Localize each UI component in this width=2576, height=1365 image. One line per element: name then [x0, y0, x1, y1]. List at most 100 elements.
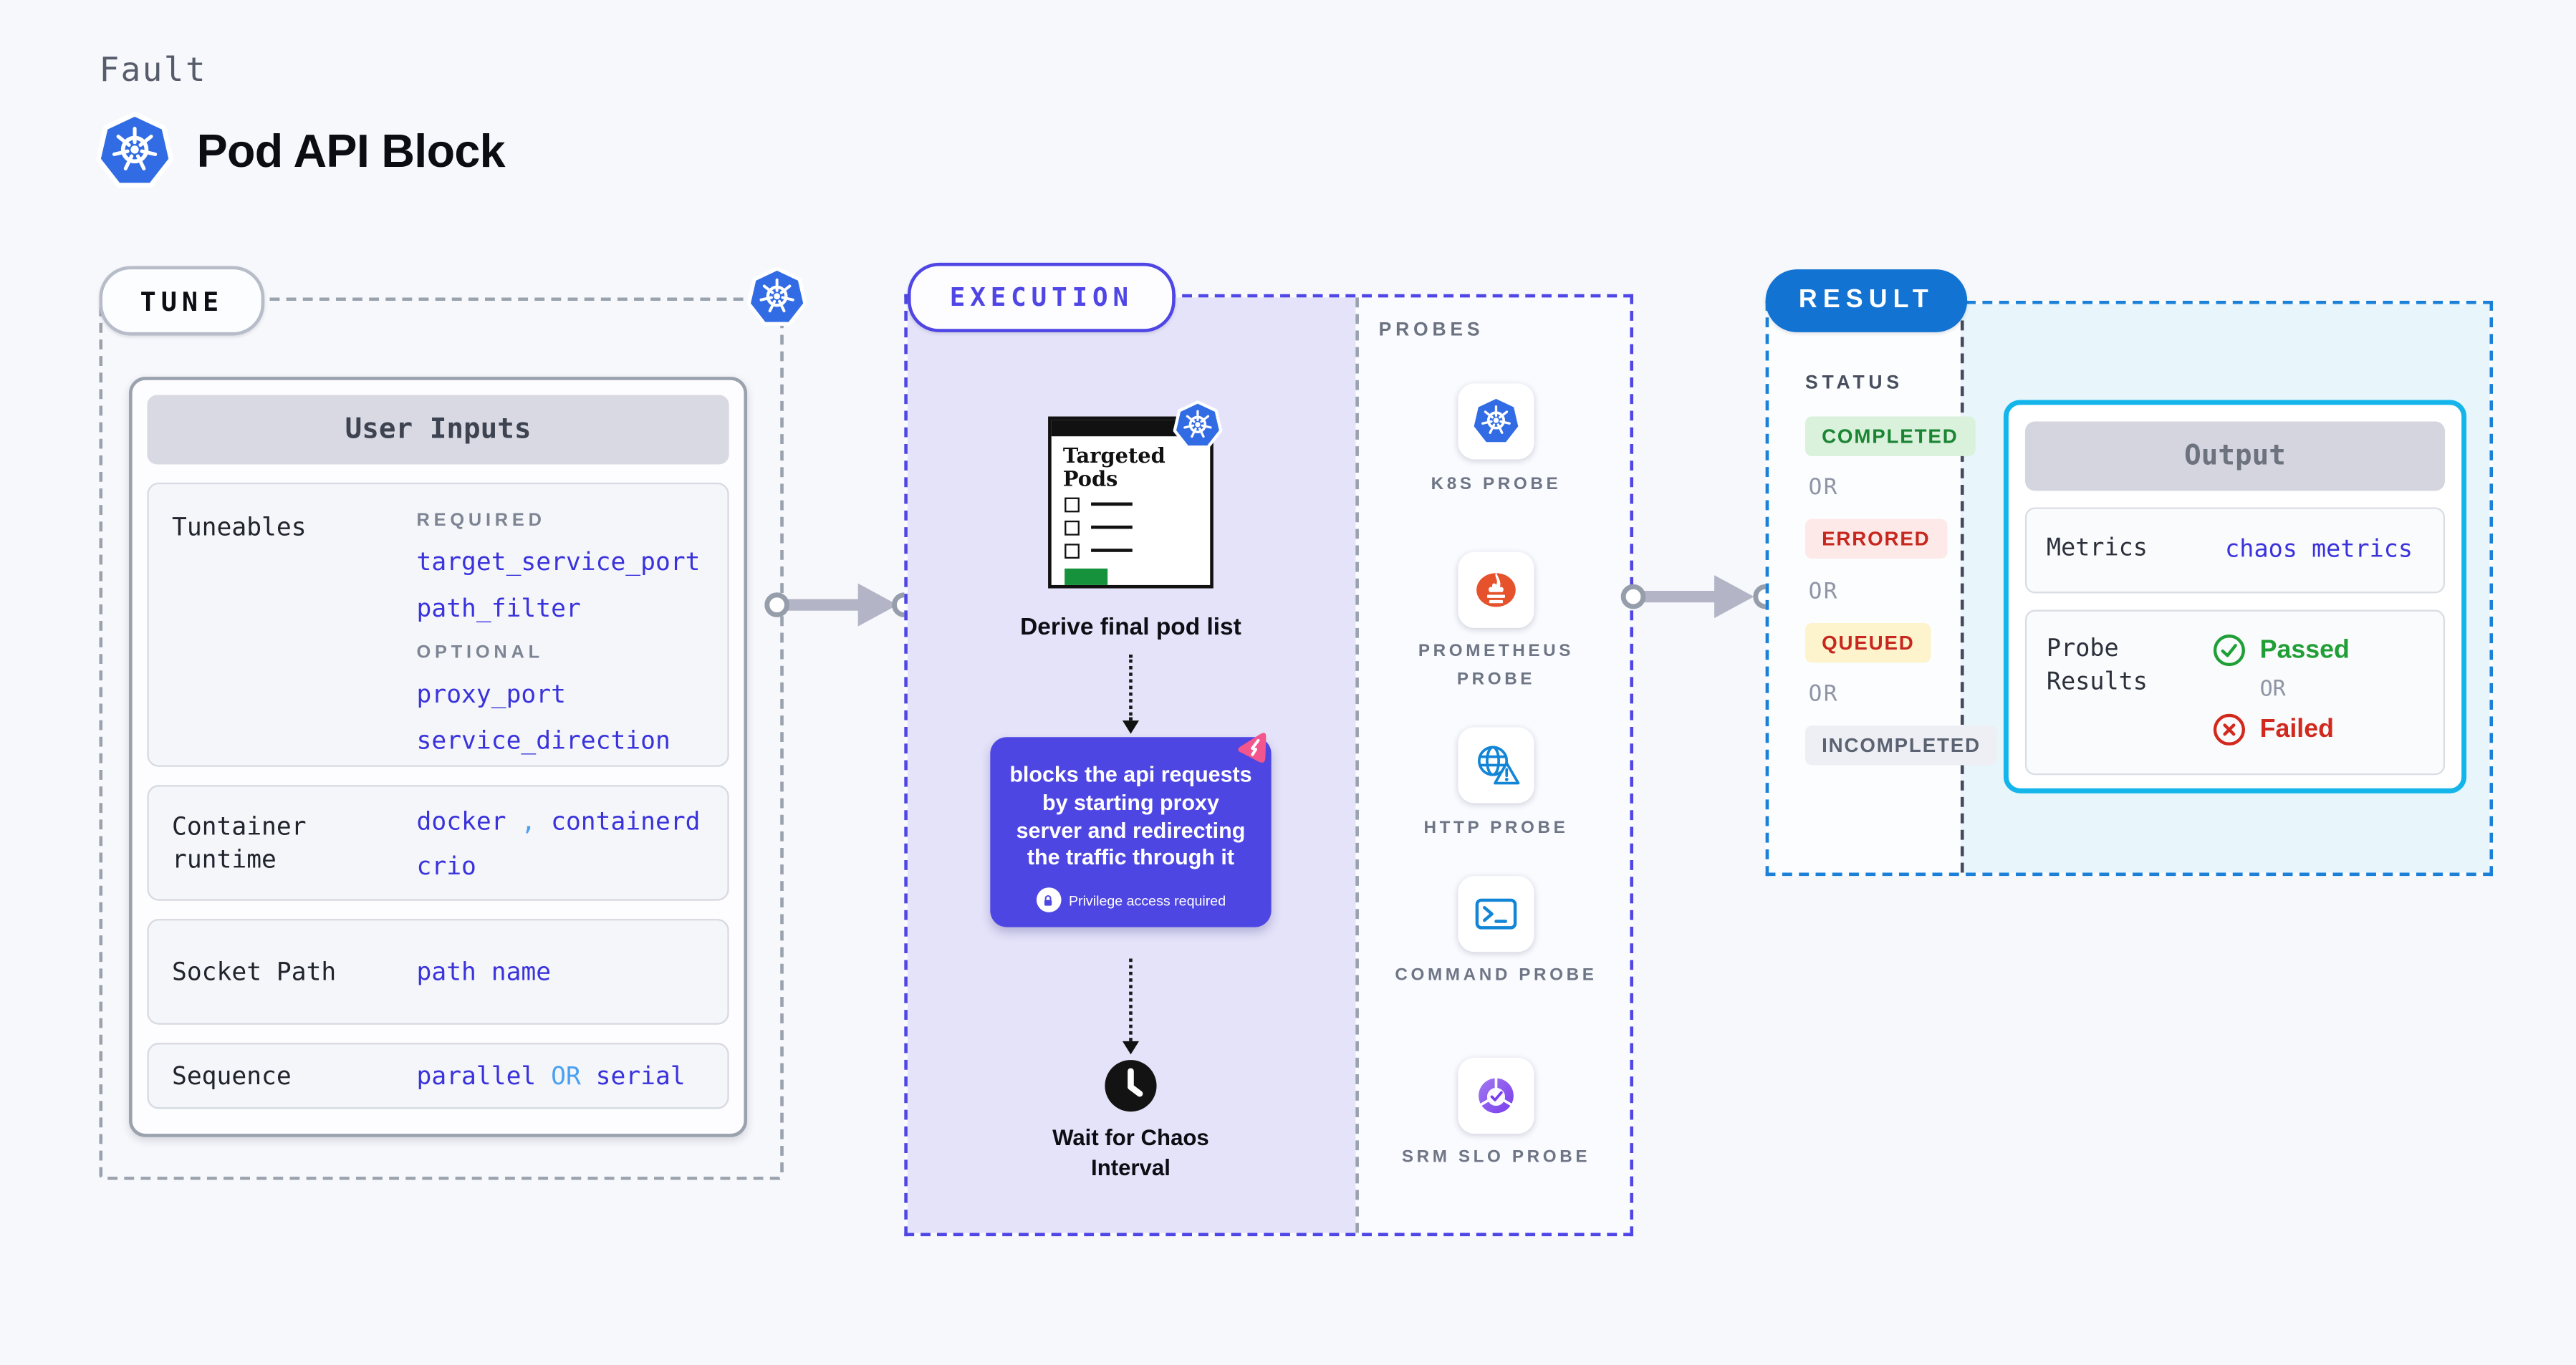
progress-bar — [1064, 568, 1108, 585]
arrow-down-icon — [1122, 720, 1140, 734]
tune-section-box — [99, 297, 784, 1180]
runtime-value: containerd — [551, 806, 701, 836]
or-separator: OR — [1808, 680, 1839, 708]
command-probe-card — [1458, 876, 1534, 952]
privilege-note: Privilege access required — [1006, 887, 1254, 912]
passed-label: Passed — [2259, 635, 2350, 664]
fault-kicker: Fault — [99, 49, 207, 90]
checkbox-icon — [1064, 497, 1080, 512]
checkbox-icon — [1064, 543, 1080, 559]
probe-label: HTTP PROBE — [1423, 818, 1569, 839]
result-divider — [1960, 304, 1964, 873]
user-inputs-card: User Inputs Tuneables REQUIRED target_se… — [129, 377, 748, 1137]
k8s-probe-card — [1458, 383, 1534, 460]
result-badge: RESULT — [1765, 269, 1968, 332]
probe-results-row: Probe Results Passed OR Failed — [2024, 609, 2446, 776]
sequence-or: OR — [551, 1061, 581, 1091]
status-badge-completed: COMPLETED — [1805, 416, 1975, 456]
runtime-value: docker — [416, 806, 506, 836]
status-heading: STATUS — [1805, 373, 1903, 394]
document-titlebar — [1051, 420, 1211, 437]
pod-list-item — [1064, 497, 1210, 512]
passed-result: Passed — [2212, 633, 2350, 667]
probes-heading: PROBES — [1378, 320, 1484, 341]
clock-icon — [1102, 1058, 1158, 1114]
tuneables-row: Tuneables REQUIRED target_service_port p… — [147, 482, 729, 767]
terminal-icon — [1470, 887, 1523, 940]
status-badge-queued: QUEUED — [1805, 623, 1931, 663]
failed-label: Failed — [2259, 715, 2335, 743]
tune-to-execution-arrow — [764, 583, 917, 627]
check-circle-icon — [2212, 633, 2246, 667]
arrow-down-icon — [1122, 1041, 1140, 1055]
kubernetes-icon — [1470, 395, 1523, 448]
kubernetes-icon — [1172, 400, 1224, 451]
probe-label: SRM SLO PROBE — [1401, 1147, 1591, 1167]
lock-icon — [1035, 887, 1061, 912]
socket-path-value: path name — [416, 957, 552, 987]
tuneable-required-item: path_filter — [416, 593, 581, 624]
x-circle-icon — [2212, 713, 2246, 747]
execution-badge: EXECUTION — [907, 262, 1176, 332]
pod-list-item — [1064, 543, 1210, 559]
slo-pie-check-icon — [1470, 1069, 1523, 1122]
tune-badge: TUNE — [99, 266, 265, 336]
prometheus-icon — [1470, 564, 1523, 617]
status-badge-incompleted: INCOMPLETED — [1805, 725, 1998, 766]
probes-divider — [1355, 297, 1359, 1233]
wait-chaos-interval-label: Wait for Chaos Interval — [1052, 1125, 1209, 1180]
targeted-pods-icon: Targeted Pods — [1048, 416, 1213, 589]
page-title: Pod API Block — [196, 125, 506, 177]
execution-to-result-arrow — [1620, 575, 1778, 619]
pod-list-item — [1064, 520, 1210, 536]
optional-heading: OPTIONAL — [416, 642, 544, 663]
output-title: Output — [2024, 421, 2446, 491]
targeted-pods-title: Targeted Pods — [1062, 443, 1166, 492]
derive-pod-list-label: Derive final pod list — [1020, 614, 1241, 642]
container-runtime-label: Container runtime — [172, 811, 307, 874]
srm-slo-probe-card — [1458, 1057, 1534, 1134]
execution-section-box: Targeted Pods Derive final pod list bloc… — [904, 294, 1634, 1237]
kubernetes-icon — [95, 111, 176, 192]
tuneable-optional-item: proxy_port — [416, 679, 566, 710]
or-separator: OR — [2259, 677, 2286, 703]
failed-result: Failed — [2212, 713, 2350, 747]
metrics-row: Metrics chaos metrics — [2024, 507, 2446, 594]
sequence-value: parallel — [416, 1061, 537, 1091]
probe-label: PROMETHEUS PROBE — [1418, 641, 1575, 689]
container-runtime-row: Container runtime docker , containerd cr… — [147, 785, 729, 901]
socket-path-label: Socket Path — [172, 956, 337, 987]
prometheus-probe-card — [1458, 551, 1534, 628]
flow-connector — [1129, 654, 1133, 721]
output-card: Output Metrics chaos metrics Probe Resul… — [2003, 400, 2467, 794]
or-separator: OR — [1808, 578, 1839, 605]
tuneables-label: Tuneables — [172, 512, 307, 542]
fault-action-text: blocks the api requests by starting prox… — [1009, 761, 1252, 870]
probe-label: K8S PROBE — [1431, 474, 1562, 495]
http-globe-warning-icon — [1470, 739, 1523, 792]
probe-results-label: Probe Results — [2046, 636, 2148, 695]
metrics-value: chaos metrics — [2225, 537, 2413, 564]
kubernetes-icon — [746, 266, 809, 329]
litmus-chaos-icon — [1226, 721, 1279, 774]
runtime-separator: , — [521, 806, 537, 836]
metrics-label: Metrics — [2046, 536, 2148, 563]
privilege-note-text: Privilege access required — [1068, 892, 1226, 909]
user-inputs-title: User Inputs — [147, 395, 729, 465]
sequence-value: serial — [595, 1061, 686, 1091]
socket-path-row: Socket Path path name — [147, 919, 729, 1025]
sequence-row: Sequence parallel OR serial — [147, 1043, 729, 1109]
result-section-box: STATUS COMPLETED OR ERRORED OR QUEUED OR… — [1765, 301, 2494, 877]
tuneable-required-item: target_service_port — [416, 546, 701, 577]
tuneable-optional-item: service_direction — [416, 725, 671, 756]
required-heading: REQUIRED — [416, 511, 546, 531]
flow-connector — [1129, 958, 1133, 1041]
http-probe-card — [1458, 727, 1534, 804]
or-separator: OR — [1808, 474, 1839, 501]
sequence-label: Sequence — [172, 1061, 292, 1091]
status-badge-errored: ERRORED — [1805, 518, 1947, 559]
checkbox-icon — [1064, 520, 1080, 536]
runtime-value: crio — [416, 850, 476, 880]
fault-action-card: blocks the api requests by starting prox… — [990, 737, 1272, 927]
